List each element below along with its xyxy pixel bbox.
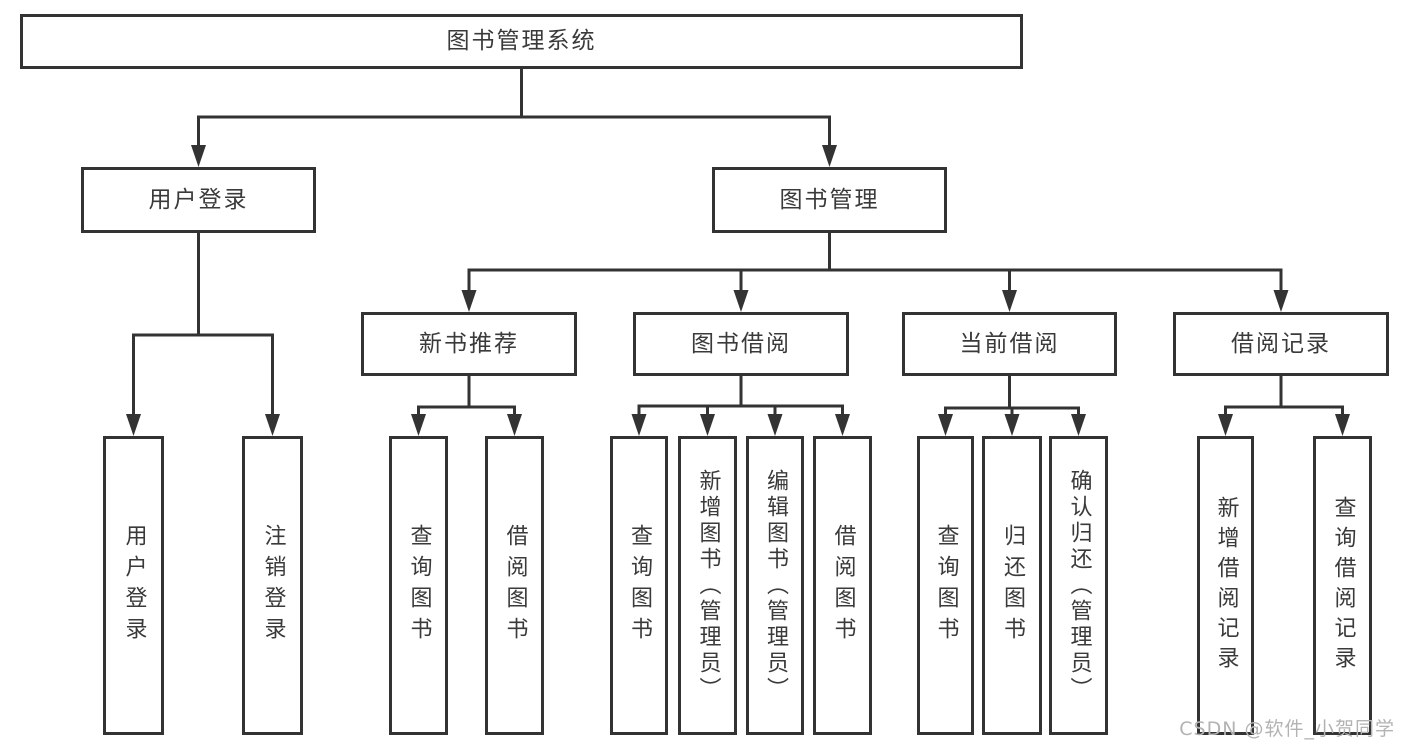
node-label: 当前借阅 (959, 330, 1060, 357)
node-leaf-query-book-1: 查询图书 (389, 436, 448, 735)
node-current-borrow: 当前借阅 (902, 312, 1117, 376)
node-label: 新书推荐 (419, 330, 519, 357)
node-leaf-return-book: 归还图书 (982, 436, 1042, 735)
arrowhead-icon (191, 145, 206, 167)
arrowhead-icon (461, 290, 477, 312)
arrowhead-icon (1002, 290, 1017, 312)
node-label: 借阅图书 (830, 523, 856, 648)
node-leaf-query-book-2: 查询图书 (610, 436, 668, 735)
arrowhead-icon (733, 290, 749, 312)
node-label: 查询借阅记录 (1330, 495, 1356, 676)
node-label: 确认归还（管理员） (1066, 468, 1092, 703)
node-leaf-logout: 注销登录 (242, 436, 303, 735)
arrowhead-icon (1218, 414, 1233, 436)
node-label: 图书管理 (779, 186, 880, 213)
node-label: 图书借阅 (691, 330, 791, 357)
node-user-login: 用户登录 (81, 167, 316, 233)
arrowhead-icon (767, 414, 783, 436)
node-label: 查询图书 (406, 523, 432, 648)
arrowhead-icon (411, 414, 426, 436)
node-label: 用户登录 (148, 186, 249, 213)
node-borrow-records: 借阅记录 (1173, 312, 1389, 376)
arrowhead-icon (822, 145, 837, 167)
node-leaf-borrow-book-1: 借阅图书 (485, 436, 544, 735)
arrowhead-icon (1273, 290, 1289, 312)
node-leaf-edit-book: 编辑图书（管理员） (746, 436, 804, 735)
node-leaf-confirm-return: 确认归还（管理员） (1049, 436, 1108, 735)
arrowhead-icon (1071, 414, 1086, 436)
arrowhead-icon (507, 414, 522, 436)
node-leaf-add-record: 新增借阅记录 (1197, 436, 1254, 735)
node-label: 查询图书 (627, 523, 652, 648)
node-label: 借阅记录 (1231, 330, 1331, 357)
arrowhead-icon (938, 414, 953, 436)
node-label: 用户登录 (121, 523, 147, 648)
node-leaf-query-record: 查询借阅记录 (1313, 436, 1372, 735)
node-label: 图书管理系统 (446, 28, 597, 54)
arrowhead-icon (1004, 414, 1020, 436)
arrowhead-icon (631, 414, 647, 436)
node-book-management: 图书管理 (712, 167, 947, 233)
node-leaf-borrow-book-2: 借阅图书 (813, 436, 872, 735)
arrowhead-icon (1335, 414, 1350, 436)
csdn-watermark: CSDN @软件_小贺同学 (1179, 718, 1395, 740)
arrowhead-icon (835, 414, 850, 436)
node-book-borrow: 图书借阅 (633, 312, 849, 376)
node-label: 注销登录 (260, 523, 286, 648)
arrowhead-icon (265, 414, 280, 436)
node-label: 新增借阅记录 (1213, 495, 1239, 676)
node-label: 借阅图书 (502, 523, 528, 648)
node-new-book-recommend: 新书推荐 (361, 312, 577, 376)
arrowhead-icon (700, 414, 715, 436)
node-root: 图书管理系统 (20, 14, 1023, 69)
arrowhead-icon (126, 414, 141, 436)
node-leaf-add-book: 新增图书（管理员） (678, 436, 737, 735)
node-label: 归还图书 (1000, 523, 1025, 648)
node-leaf-query-book-3: 查询图书 (917, 436, 974, 735)
node-leaf-user-login: 用户登录 (103, 436, 164, 735)
node-label: 编辑图书（管理员） (763, 468, 788, 703)
node-label: 新增图书（管理员） (695, 468, 721, 703)
node-label: 查询图书 (933, 523, 959, 648)
